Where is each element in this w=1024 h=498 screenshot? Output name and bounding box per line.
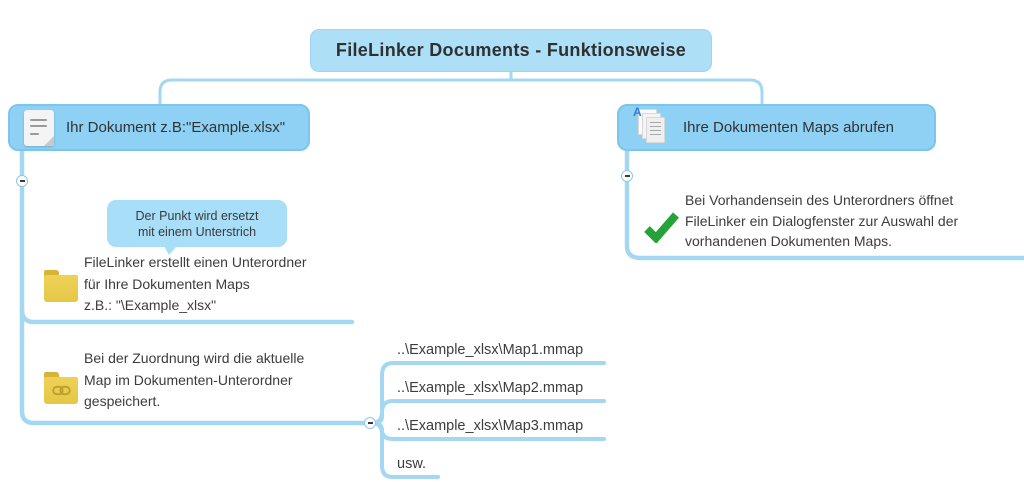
subtopic-zuordnung[interactable]: Bei der Zuordnung wird die aktuelle Map … — [84, 348, 304, 413]
subtopic-line: z.B.: "\Example_xlsx" — [84, 297, 217, 313]
subtopic-line: Bei Vorhandensein des Unterordners öffne… — [685, 192, 954, 208]
chain-link-glyph — [52, 385, 71, 396]
subtopic-line: FileLinker erstellt einen Unterordner — [84, 254, 307, 270]
stack-marker-letter: A — [633, 104, 642, 119]
central-topic[interactable]: FileLinker Documents - Funktionsweise — [310, 29, 712, 72]
subtopic-line: Bei der Zuordnung wird die aktuelle — [84, 350, 305, 366]
collapse-toggle-left-branch[interactable] — [16, 175, 28, 187]
callout-line: mit einem Unterstrich — [137, 224, 257, 239]
callout-note[interactable]: Der Punkt wird ersetzt mit einem Unterst… — [107, 200, 287, 255]
documents-stack-icon: A — [633, 104, 671, 148]
page-fold — [44, 135, 54, 146]
subtopic-unterordner[interactable]: FileLinker erstellt einen Unterordner fü… — [84, 252, 307, 317]
folder-link-icon — [44, 372, 78, 404]
check-icon — [644, 212, 679, 243]
subtopic-line: FileLinker ein Dialogfenster zur Auswahl… — [685, 212, 959, 229]
subtopic-usw[interactable]: usw. — [397, 456, 427, 472]
subtopic-map3[interactable]: ..\Example_xlsx\Map3.mmap — [397, 418, 584, 434]
collapse-toggle-right-branch[interactable] — [621, 170, 633, 182]
document-icon — [24, 109, 54, 146]
folder-icon — [44, 270, 78, 302]
topic-maps-abrufen[interactable]: A Ihre Dokumenten Maps abrufen — [617, 104, 936, 151]
collapse-toggle-map-files[interactable] — [364, 417, 376, 429]
subtopic-map2[interactable]: ..\Example_xlsx\Map2.mmap — [397, 380, 584, 396]
subtopic-dialogfenster[interactable]: Bei Vorhandensein des Unterordners öffne… — [685, 190, 958, 252]
topic-label: Ihr Dokument z.B:"Example.xlsx" — [66, 119, 286, 136]
topic-label: Ihre Dokumenten Maps abrufen — [683, 119, 894, 136]
subtopic-map1[interactable]: ..\Example_xlsx\Map1.mmap — [397, 342, 584, 358]
callout-line: Der Punkt wird ersetzt — [135, 208, 259, 223]
subtopic-line: für Ihre Dokumenten Maps — [84, 275, 250, 292]
subtopic-line: vorhandenen Dokumenten Maps. — [685, 233, 893, 249]
subtopic-line: gespeichert. — [84, 393, 161, 409]
central-topic-label: FileLinker Documents - Funktionsweise — [335, 40, 687, 60]
topic-ihr-dokument[interactable]: Ihr Dokument z.B:"Example.xlsx" — [8, 104, 310, 151]
subtopic-line: Map im Dokumenten-Unterordner — [84, 371, 293, 388]
